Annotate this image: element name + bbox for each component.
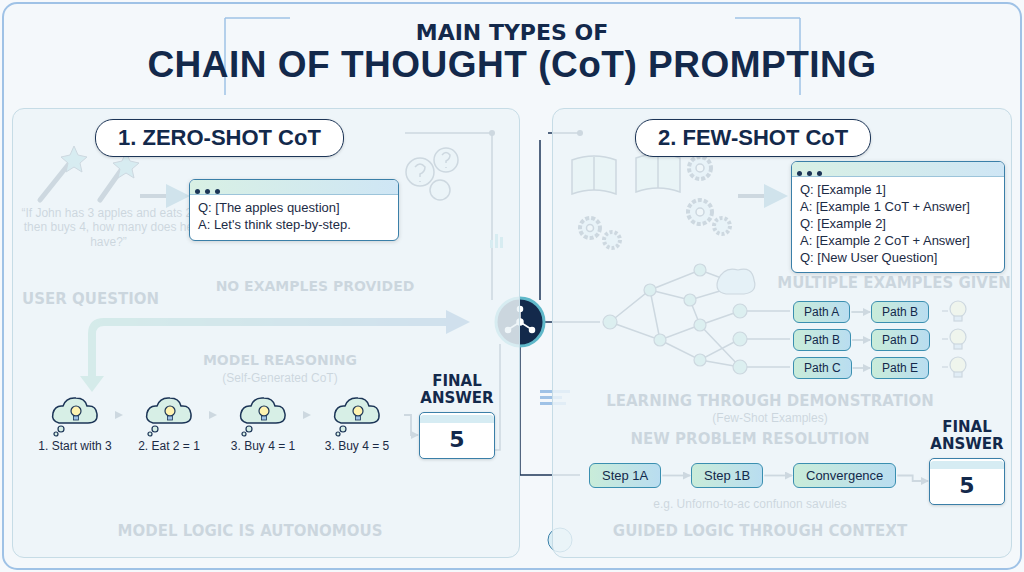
prompt-window: Q: [Example 1]A: [Example 1 CoT + Answer… xyxy=(791,161,1005,273)
prompt-line: Q: [Example 2] xyxy=(800,216,996,233)
window-bar xyxy=(792,162,1004,177)
panel-heading: 2. FEW-SHOT CoT xyxy=(635,119,871,157)
bubble-holder xyxy=(217,393,309,437)
prompt-line: A: [Example 2 CoT + Answer] xyxy=(800,233,996,250)
panel-region: 1. ZERO-SHOT CoT Q: [The apples question]… xyxy=(12,108,520,558)
bubble-holder xyxy=(123,393,215,437)
window-dot xyxy=(807,171,812,176)
reasoning-step: 3. Buy 4 = 5 xyxy=(311,393,403,453)
path-box: Path C xyxy=(793,357,852,379)
answer-value: 5 xyxy=(419,412,495,459)
step-text: 3. Buy 4 = 5 xyxy=(311,439,403,453)
answer-heading: FINAL ANSWER xyxy=(419,373,495,408)
path-label: Path B xyxy=(804,333,840,347)
path-label: Path E xyxy=(882,361,918,375)
window-dot xyxy=(205,189,210,194)
path-label: Path B xyxy=(882,305,918,319)
prompt-line: A: Let's think step-by-step. xyxy=(198,217,390,234)
bubble-holder xyxy=(29,393,121,437)
step-text: 1. Start with 3 xyxy=(29,439,121,453)
path-label: Path A xyxy=(804,305,839,319)
thought-bubble xyxy=(49,393,101,437)
prompt-line: Q: [New User Question] xyxy=(800,250,996,267)
window-dot xyxy=(797,171,802,176)
path-box: Path D xyxy=(871,329,930,351)
panel-heading: 1. ZERO-SHOT CoT xyxy=(95,119,344,157)
prompt-line: Q: [Example 1] xyxy=(800,182,996,199)
answer-heading: FINAL ANSWER xyxy=(929,419,1005,454)
prompt-window: Q: [The apples question]A: Let's think s… xyxy=(189,179,399,241)
thought-bubble xyxy=(331,393,383,437)
step-text: 3. Buy 4 = 1 xyxy=(217,439,309,453)
window-body: Q: [The apples question]A: Let's think s… xyxy=(190,195,398,240)
step-label: Step 1B xyxy=(704,468,750,483)
path-label: Path D xyxy=(882,333,919,347)
path-box: Path E xyxy=(871,357,929,379)
reasoning-step: 2. Eat 2 = 1 xyxy=(123,393,215,453)
final-answer: FINAL ANSWER 5 xyxy=(929,419,1005,505)
answer-value: 5 xyxy=(929,458,1005,505)
bubble-holder xyxy=(311,393,403,437)
final-answer: FINAL ANSWER 5 xyxy=(419,373,495,459)
step-box: Step 1B xyxy=(691,463,763,488)
thought-bubble xyxy=(143,393,195,437)
thought-bubble xyxy=(237,393,289,437)
window-body: Q: [Example 1]A: [Example 1 CoT + Answer… xyxy=(792,177,1004,272)
path-box: Path B xyxy=(871,301,929,323)
reasoning-step: 3. Buy 4 = 1 xyxy=(217,393,309,453)
window-dot xyxy=(215,189,220,194)
window-dot xyxy=(195,189,200,194)
text-label: MAIN TYPES OF xyxy=(312,20,712,46)
step-box: Convergence xyxy=(793,463,896,488)
window-bar xyxy=(190,180,398,195)
step-label: Step 1A xyxy=(602,468,648,483)
panel-region: 2. FEW-SHOT CoTQ: [Example 1]A: [Example… xyxy=(552,108,1012,558)
path-box: Path A xyxy=(793,301,850,323)
step-label: Convergence xyxy=(806,468,883,483)
prompt-line: A: [Example 1 CoT + Answer] xyxy=(800,199,996,216)
window-dot xyxy=(817,171,822,176)
reasoning-step: 1. Start with 3 xyxy=(29,393,121,453)
path-label: Path C xyxy=(804,361,841,375)
diagram-title: CHAIN OF THOUGHT (CoT) PROMPTING xyxy=(12,44,1012,86)
step-box: Step 1A xyxy=(589,463,661,488)
prompt-line: Q: [The apples question] xyxy=(198,200,390,217)
path-box: Path B xyxy=(793,329,851,351)
step-text: 2. Eat 2 = 1 xyxy=(123,439,215,453)
